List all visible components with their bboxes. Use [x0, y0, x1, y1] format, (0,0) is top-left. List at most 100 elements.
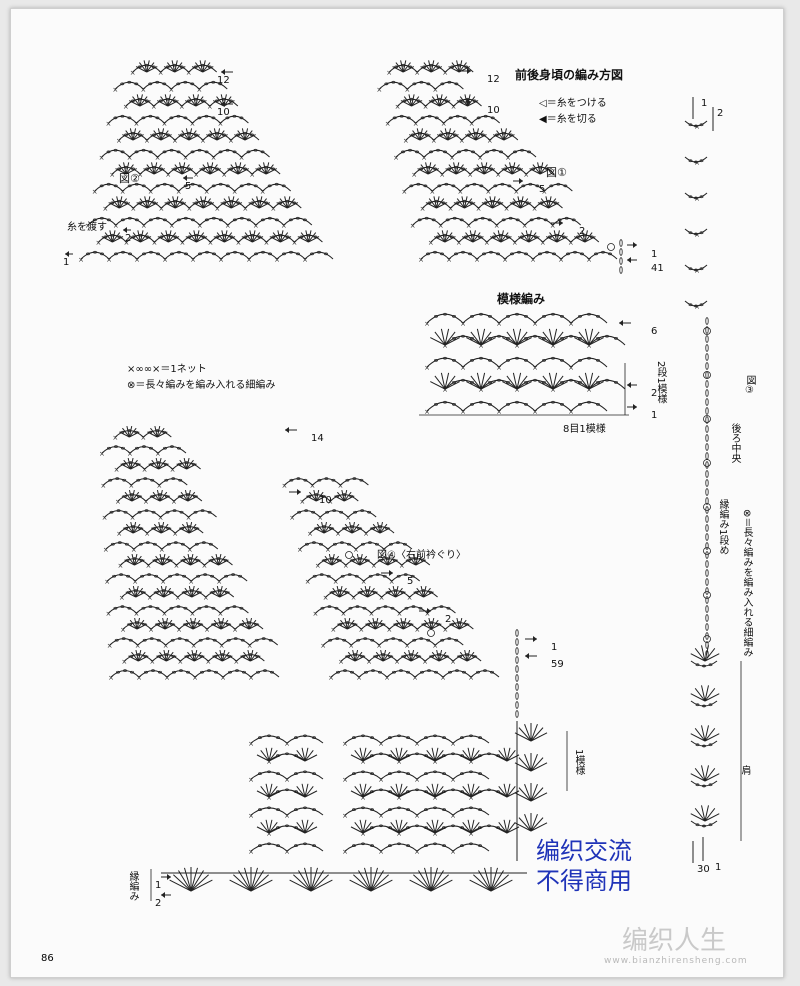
fan-stitch [310, 874, 329, 892]
chain-arch [434, 638, 464, 646]
chain-stitch [452, 216, 457, 220]
chain-stitch [134, 182, 139, 186]
fan-stitch [525, 230, 530, 243]
fan-stitch [447, 134, 459, 141]
single-crochet-mark: × [168, 86, 174, 94]
fan-stitch [184, 867, 192, 892]
fan-stitch [230, 198, 239, 209]
chain-stitch [371, 669, 375, 672]
chain-stitch [433, 734, 437, 738]
single-crochet-mark: × [260, 188, 266, 196]
fan-stitch [147, 431, 158, 438]
chain-stitch [320, 606, 325, 610]
fan-stitch [279, 230, 284, 243]
chain-arch [423, 149, 453, 158]
fan-stitch [135, 649, 139, 662]
single-crochet-mark: × [450, 848, 456, 856]
single-crochet-mark: × [485, 188, 491, 196]
chain-stitch [419, 637, 424, 640]
fan-stitch [163, 587, 172, 598]
fan-stitch [148, 463, 159, 470]
chain-stitch [688, 123, 693, 127]
chain-stitch [488, 359, 492, 362]
fan-stitch [111, 198, 120, 209]
chain-stitch [184, 638, 189, 642]
chain-stitch [197, 606, 202, 610]
fan-stitch [101, 236, 113, 243]
chain-stitch [183, 606, 188, 610]
chain-stitch [705, 524, 709, 532]
fan-stitch [503, 819, 508, 834]
chain-arch [102, 478, 132, 486]
fan-stitch [437, 134, 449, 141]
chain-arch [489, 132, 519, 141]
chain-stitch [193, 510, 198, 514]
fan-stitch [415, 553, 419, 566]
fan-stitch [188, 527, 200, 534]
fan-stitch [539, 164, 548, 175]
fan-stitch [552, 328, 558, 346]
chain-stitch [705, 362, 709, 370]
single-crochet-mark: × [248, 674, 254, 682]
single-crochet-mark: × [459, 137, 465, 145]
chain-stitch [433, 842, 437, 846]
single-crochet-mark: × [281, 482, 287, 490]
fan-stitch [344, 655, 356, 662]
fan-stitch [524, 754, 532, 772]
fan-stitch [256, 826, 270, 834]
fan-stitch [190, 867, 198, 892]
single-crochet-mark: × [386, 69, 392, 77]
chain-stitch [507, 184, 512, 188]
fan-stitch [202, 196, 207, 209]
single-crochet-mark: × [460, 408, 466, 416]
chain-arch [148, 558, 177, 566]
fan-stitch [304, 783, 309, 798]
fan-stitch [518, 817, 532, 832]
single-crochet-mark: × [135, 642, 141, 650]
long-stitch-legend: ⊗＝長々編みを編み入れる細編み [127, 380, 276, 391]
fan-stitch [448, 164, 457, 175]
fan-stitch [160, 130, 169, 141]
fan-stitch [470, 786, 480, 798]
fan-stitch [444, 230, 448, 243]
fan-stitch [351, 523, 360, 534]
fan-stitch [220, 623, 232, 630]
single-crochet-mark: × [179, 103, 185, 111]
fan-stitch [398, 754, 412, 762]
chain-stitch [197, 116, 202, 120]
chain-arch [448, 251, 478, 260]
chain-arch [250, 735, 288, 744]
chain-stitch [346, 542, 351, 546]
fan-stitch [475, 134, 487, 141]
long-stitch-mark [345, 551, 353, 559]
chain-stitch [560, 403, 564, 406]
single-crochet-mark: × [369, 610, 375, 618]
fan-stitch [409, 134, 421, 141]
single-crochet-mark: × [411, 171, 417, 179]
single-crochet-mark: × [161, 120, 167, 128]
fan-stitch [207, 162, 211, 175]
fan-stitch [367, 585, 371, 598]
chain-arch [534, 313, 572, 324]
fan-stitch [467, 819, 472, 834]
chain-stitch [204, 218, 209, 222]
chain-arch [304, 251, 334, 260]
chain-stitch [433, 770, 437, 774]
fan-stitch [244, 867, 252, 892]
chain-arch [120, 558, 149, 566]
single-crochet-mark: × [389, 578, 395, 586]
arrow-head [221, 69, 225, 75]
single-crochet-mark: × [393, 154, 399, 162]
chain-stitch [267, 216, 272, 220]
fan-stitch [252, 232, 261, 243]
fan-stitch [416, 128, 421, 141]
fan-stitch [470, 790, 484, 798]
chain-stitch [705, 578, 709, 586]
chain-stitch [605, 378, 609, 382]
fan-stitch [516, 331, 528, 346]
single-crochet-mark: × [449, 154, 455, 162]
single-crochet-mark: × [404, 642, 410, 650]
fan-stitch [174, 66, 186, 73]
chain-stitch [225, 148, 230, 152]
single-crochet-mark: × [141, 222, 147, 230]
